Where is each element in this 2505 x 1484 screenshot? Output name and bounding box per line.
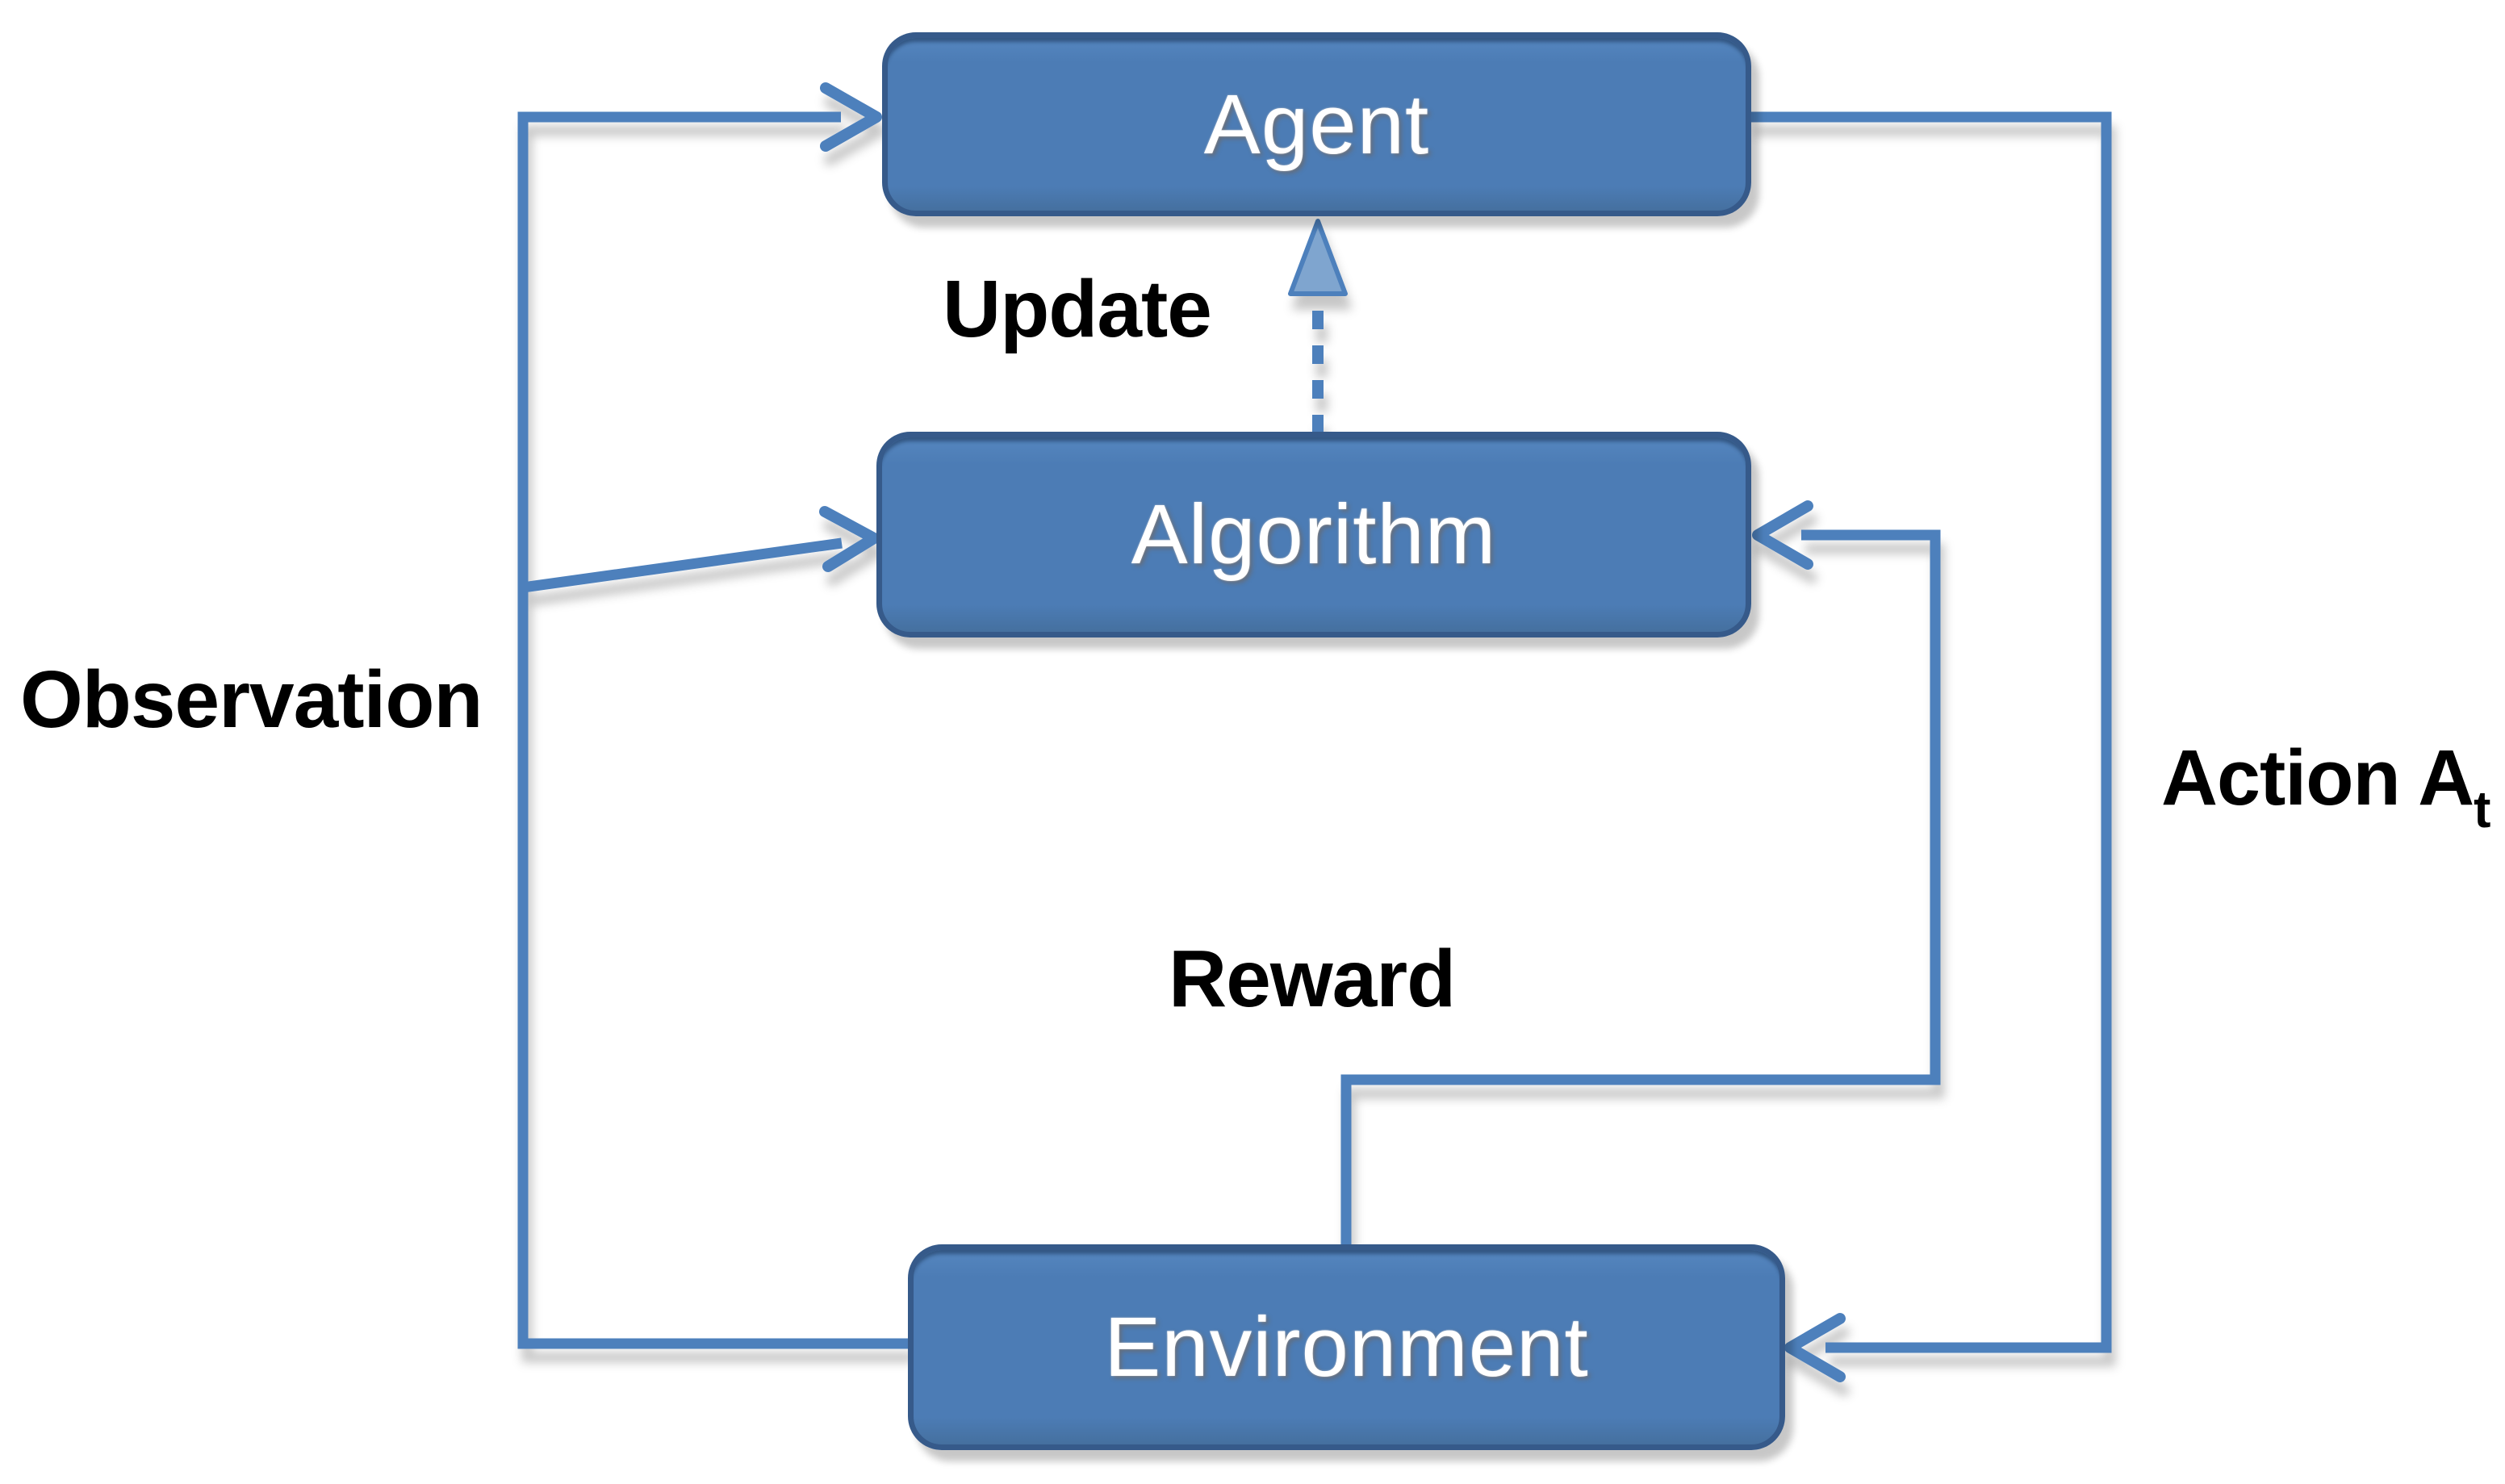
agent-node-label: Agent [1203, 77, 1430, 172]
algorithm-node-label: Algorithm [1131, 487, 1497, 582]
reward-line [1340, 529, 1941, 1246]
environment-node-label: Environment [1104, 1300, 1589, 1394]
update-arrowhead-icon [1288, 219, 1348, 296]
action-edge-label-subscript: t [2474, 780, 2490, 838]
observation-line [517, 111, 910, 1349]
action-environment-arrowhead-icon [1784, 1313, 1846, 1382]
observation-agent-arrowhead-icon [820, 82, 882, 152]
agent-node: Agent [882, 32, 1751, 216]
reward-edge-label: Reward [1169, 934, 1456, 1024]
algorithm-node: Algorithm [876, 432, 1751, 637]
update-edge-label: Update [943, 264, 1212, 354]
action-line [1751, 111, 2112, 1353]
observation-branch-line [522, 537, 843, 593]
action-edge-label: Action At [2161, 738, 2490, 835]
environment-node: Environment [908, 1244, 1785, 1450]
observation-edge-label: Observation [20, 654, 483, 745]
reward-algorithm-arrowhead-icon [1752, 500, 1813, 570]
observation-algorithm-arrowhead-icon [819, 506, 880, 572]
action-edge-label-main: Action A [2161, 734, 2474, 821]
